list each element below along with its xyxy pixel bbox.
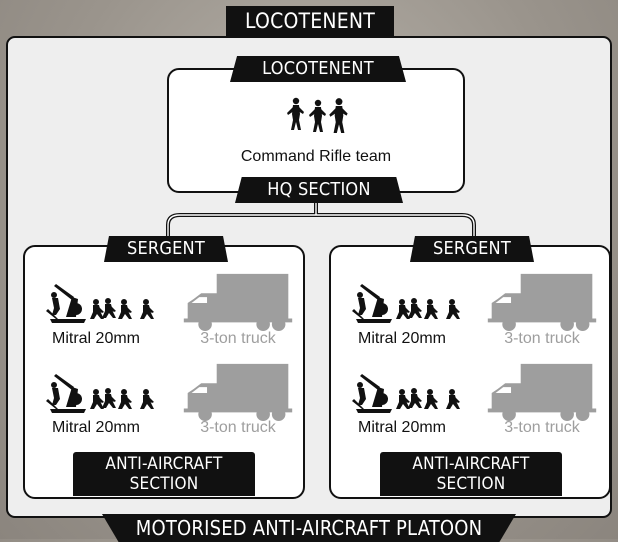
platoon-title-tab: MOTORISED ANTI-AIRCRAFT PLATOON [102, 514, 516, 542]
hq-unit-label: Command Rifle team [240, 148, 392, 165]
platoon-commander-rank: LOCOTENENT [245, 9, 375, 33]
truck-label: 3-ton truck [504, 419, 580, 436]
hq-rank-tab: LOCOTENENT [230, 56, 406, 82]
aa-section-rank-right: SERGENT [433, 238, 511, 259]
aa-section-rank-tab-right: SERGENT [410, 236, 534, 262]
aa-gun-label: Mitral 20mm [357, 419, 446, 436]
truck-icon [183, 363, 293, 422]
truck-icon [487, 363, 597, 422]
aa-section-title-line2: SECTION [436, 474, 506, 494]
truck-label: 3-ton truck [200, 419, 276, 436]
aa-gun-label: Mitral 20mm [51, 330, 140, 347]
hq-section-title: HQ SECTION [267, 179, 371, 200]
aa-gun-icon [46, 284, 154, 323]
aa-gun-icon [46, 374, 154, 413]
platoon-title: MOTORISED ANTI-AIRCRAFT PLATOON [135, 516, 483, 540]
aa-section-rank-tab-left: SERGENT [104, 236, 228, 262]
truck-label: 3-ton truck [200, 330, 276, 347]
aa-section-title-tab-left: ANTI-AIRCRAFT SECTION [73, 452, 255, 496]
hq-section-title-tab: HQ SECTION [235, 177, 403, 203]
truck-icon [487, 273, 597, 332]
hq-rank-label: LOCOTENENT [262, 58, 374, 79]
aa-gun-label: Mitral 20mm [51, 419, 140, 436]
aa-gun-icon [352, 284, 460, 323]
aa-section-title-line1: ANTI-AIRCRAFT [105, 454, 223, 474]
aa-section-title-line2: SECTION [129, 474, 199, 494]
truck-icon [183, 273, 293, 332]
aa-gun-label: Mitral 20mm [357, 330, 446, 347]
aa-gun-icon [352, 374, 460, 413]
aa-section-title-tab-right: ANTI-AIRCRAFT SECTION [380, 452, 562, 496]
platoon-commander-tab: LOCOTENENT [226, 6, 394, 36]
aa-section-rank-left: SERGENT [127, 238, 205, 259]
aa-section-title-line1: ANTI-AIRCRAFT [412, 454, 530, 474]
truck-label: 3-ton truck [504, 330, 580, 347]
